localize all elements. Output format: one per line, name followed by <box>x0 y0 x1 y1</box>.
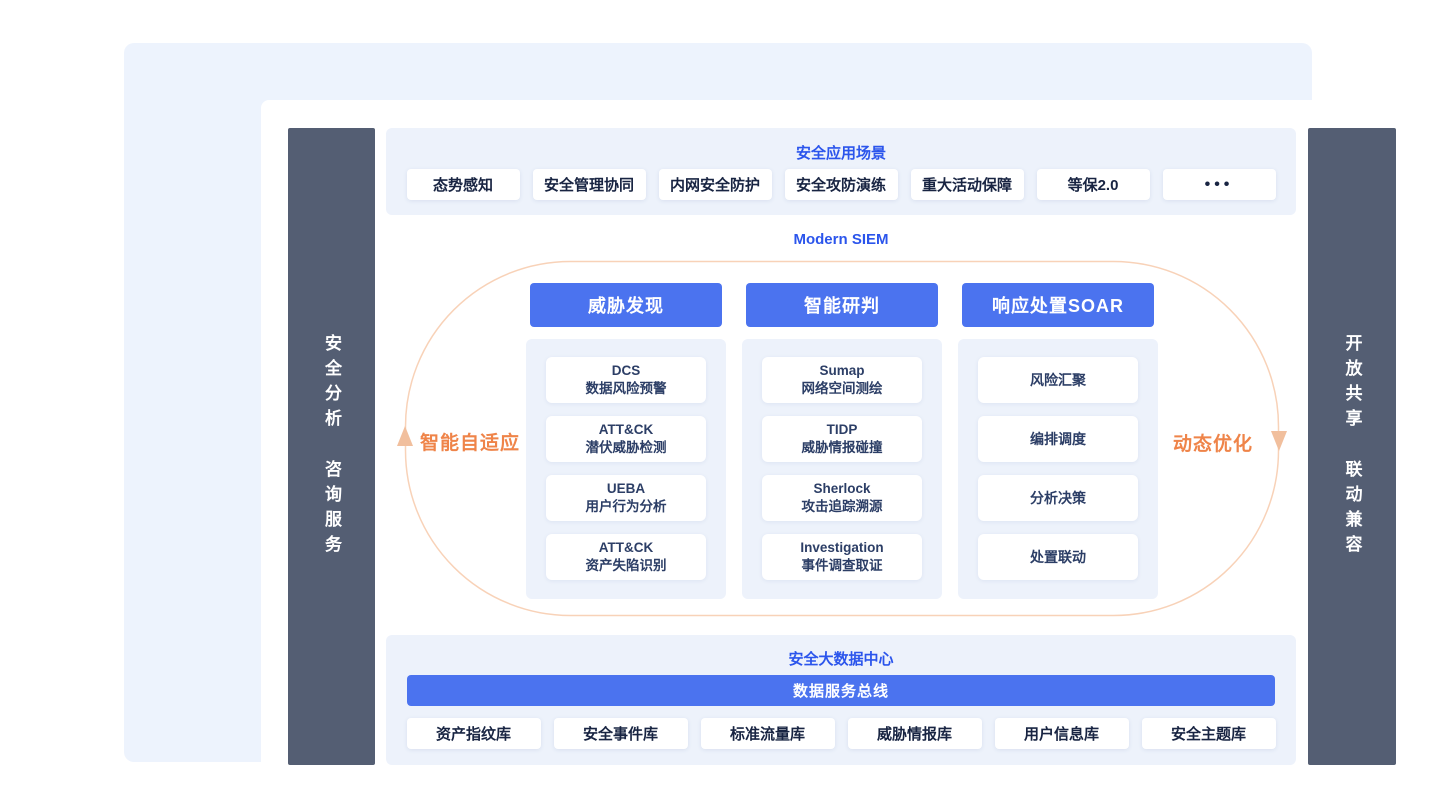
module-desc: 资产失陷识别 <box>585 558 667 573</box>
module-card: Sherlock 攻击追踪溯源 <box>762 475 922 521</box>
database-chip: 安全主题库 <box>1141 718 1276 749</box>
column-header: 威胁发现 <box>530 283 722 327</box>
module-desc: 数据风险预警 <box>585 381 667 396</box>
section-big-data-center: 安全大数据中心 数据服务总线 资产指纹库 安全事件库 标准流量库 威胁情报库 用… <box>386 635 1296 765</box>
column-response-soar: 响应处置SOAR 风险汇聚 编排调度 分析决策 处置联动 <box>958 283 1158 599</box>
module-desc: 事件调查取证 <box>801 558 883 573</box>
database-chip: 标准流量库 <box>700 718 835 749</box>
module-card: DCS 数据风险预警 <box>546 357 706 403</box>
module-name: DCS <box>611 362 641 378</box>
module-card: TIDP 威胁情报碰撞 <box>762 416 922 462</box>
column-header: 智能研判 <box>746 283 938 327</box>
module-name: Sherlock <box>813 480 871 496</box>
siem-title: Modern SIEM <box>793 231 889 248</box>
sidebar-label: 安全分析 <box>322 333 341 434</box>
module-card: ATT&CK 潜伏威胁检测 <box>546 416 706 462</box>
module-name: TIDP <box>826 421 858 437</box>
architecture-diagram-card: 安全分析 咨询服务 开放共享 联动兼容 安全应用场景 态势感知 安全管理协同 内… <box>261 100 1422 792</box>
sidebar-label: 咨询服务 <box>322 459 341 560</box>
module-desc: 威胁情报碰撞 <box>801 440 883 455</box>
module-name: ATT&CK <box>598 421 654 437</box>
sidebar-label: 开放共享 <box>1342 333 1362 434</box>
module-name: Investigation <box>800 539 884 555</box>
module-name: 分析决策 <box>1030 489 1086 506</box>
column-intelligent-analysis: 智能研判 Sumap 网络空间测绘 TIDP 威胁情报碰撞 Sherlock 攻… <box>742 283 942 599</box>
module-card: 处置联动 <box>978 534 1138 580</box>
column-threat-discovery: 威胁发现 DCS 数据风险预警 ATT&CK 潜伏威胁检测 UEBA 用户行为分… <box>526 283 726 599</box>
module-name: UEBA <box>606 480 646 496</box>
module-desc: 攻击追踪溯源 <box>801 499 883 514</box>
column-panel: DCS 数据风险预警 ATT&CK 潜伏威胁检测 UEBA 用户行为分析 ATT… <box>526 339 726 599</box>
label-dynamic-optimization: 动态优化 <box>1173 434 1254 455</box>
database-chip-row: 资产指纹库 安全事件库 标准流量库 威胁情报库 用户信息库 安全主题库 <box>386 718 1296 749</box>
cycle-arrow-down-icon <box>1271 431 1287 451</box>
module-card: UEBA 用户行为分析 <box>546 475 706 521</box>
cycle-track <box>397 260 1287 617</box>
column-panel: Sumap 网络空间测绘 TIDP 威胁情报碰撞 Sherlock 攻击追踪溯源… <box>742 339 942 599</box>
database-chip: 威胁情报库 <box>847 718 982 749</box>
scenario-chip: 内网安全防护 <box>658 169 772 200</box>
module-name: 处置联动 <box>1030 548 1086 565</box>
module-desc: 网络空间测绘 <box>801 381 883 396</box>
module-name: ATT&CK <box>598 539 654 555</box>
database-chip: 资产指纹库 <box>406 718 541 749</box>
label-intelligent-adaptive: 智能自适应 <box>420 433 521 454</box>
module-card: 风险汇聚 <box>978 357 1138 403</box>
scenario-chip: 态势感知 <box>406 169 520 200</box>
scenario-chip: 等保2.0 <box>1036 169 1150 200</box>
module-desc: 潜伏威胁检测 <box>585 440 667 455</box>
module-card: ATT&CK 资产失陷识别 <box>546 534 706 580</box>
column-panel: 风险汇聚 编排调度 分析决策 处置联动 <box>958 339 1158 599</box>
database-chip: 用户信息库 <box>994 718 1129 749</box>
column-header: 响应处置SOAR <box>962 283 1154 327</box>
data-service-bus-bar: 数据服务总线 <box>407 675 1275 706</box>
database-chip: 安全事件库 <box>553 718 688 749</box>
module-name: 编排调度 <box>1030 430 1086 447</box>
section-title: 安全大数据中心 <box>788 651 894 668</box>
module-card: 编排调度 <box>978 416 1138 462</box>
section-app-scenarios: 安全应用场景 态势感知 安全管理协同 内网安全防护 安全攻防演练 重大活动保障 … <box>386 128 1296 215</box>
sidebar-label: 联动兼容 <box>1342 459 1362 560</box>
module-desc: 用户行为分析 <box>585 499 667 514</box>
module-name: 风险汇聚 <box>1030 371 1086 388</box>
scenario-chip: 安全攻防演练 <box>784 169 898 200</box>
scenario-chip-more: ••• <box>1162 169 1276 200</box>
module-card: Investigation 事件调查取证 <box>762 534 922 580</box>
background-panel: 安全分析 咨询服务 开放共享 联动兼容 安全应用场景 态势感知 安全管理协同 内… <box>124 43 1422 792</box>
module-name: Sumap <box>819 362 865 378</box>
scenario-chip: 安全管理协同 <box>532 169 646 200</box>
scenario-chip: 重大活动保障 <box>910 169 1024 200</box>
cycle-arrow-up-icon <box>397 426 413 446</box>
sidebar-security-analysis-services: 安全分析 咨询服务 <box>288 128 375 765</box>
section-title: 安全应用场景 <box>795 145 886 162</box>
scenario-chip-row: 态势感知 安全管理协同 内网安全防护 安全攻防演练 重大活动保障 等保2.0 •… <box>386 169 1296 200</box>
module-card: 分析决策 <box>978 475 1138 521</box>
module-card: Sumap 网络空间测绘 <box>762 357 922 403</box>
sidebar-open-sharing-compat: 开放共享 联动兼容 <box>1308 128 1396 765</box>
